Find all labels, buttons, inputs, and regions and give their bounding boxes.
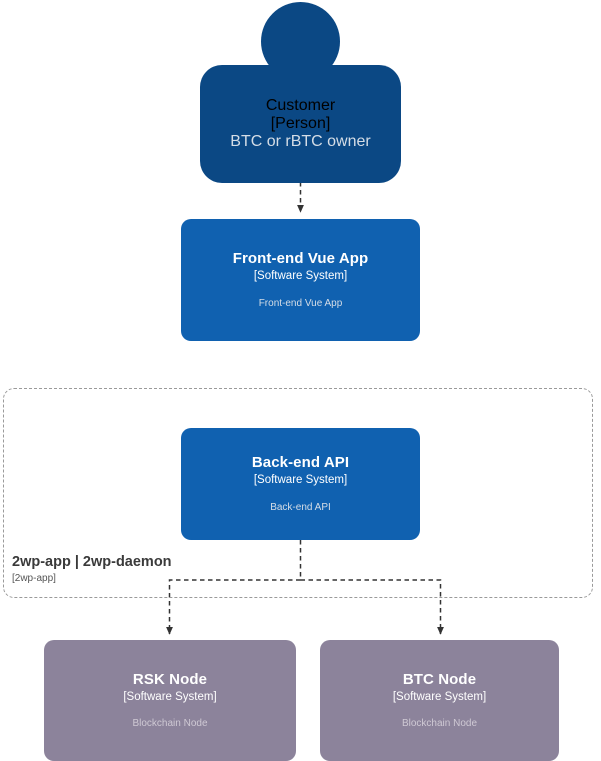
backend-title: Back-end API [251,454,350,472]
customer-title: Customer [265,97,336,114]
rsk-node-title: RSK Node [132,670,208,688]
node-frontend-vue-app[interactable]: Front-end Vue App [Software System] Fron… [181,219,420,341]
node-backend-api[interactable]: Back-end API [Software System] Back-end … [181,428,420,540]
node-customer[interactable]: Customer [Person] BTC or rBTC owner [200,2,401,183]
node-btc-node[interactable]: BTC Node [Software System] Blockchain No… [320,640,559,761]
frontend-description: Front-end Vue App [258,297,343,309]
boundary-title: 2wp-app | 2wp-daemon [12,554,172,570]
btc-node-description: Blockchain Node [401,718,478,730]
boundary-label: 2wp-app | 2wp-daemon [2wp-app] [12,554,172,585]
btc-node-title: BTC Node [402,670,477,688]
backend-type: [Software System] [253,474,348,487]
btc-node-type: [Software System] [392,690,487,703]
boundary-2wp-app [3,388,593,598]
node-rsk-node[interactable]: RSK Node [Software System] Blockchain No… [44,640,296,761]
rsk-node-description: Blockchain Node [132,718,208,730]
boundary-type: [2wp-app] [12,572,56,584]
customer-description: BTC or rBTC owner [230,133,371,150]
customer-type: [Person] [270,115,331,132]
frontend-title: Front-end Vue App [232,250,369,268]
frontend-type: [Software System] [253,270,348,283]
customer-body: Customer [Person] BTC or rBTC owner [200,65,401,183]
backend-description: Back-end API [270,501,331,513]
rsk-node-type: [Software System] [123,690,217,703]
